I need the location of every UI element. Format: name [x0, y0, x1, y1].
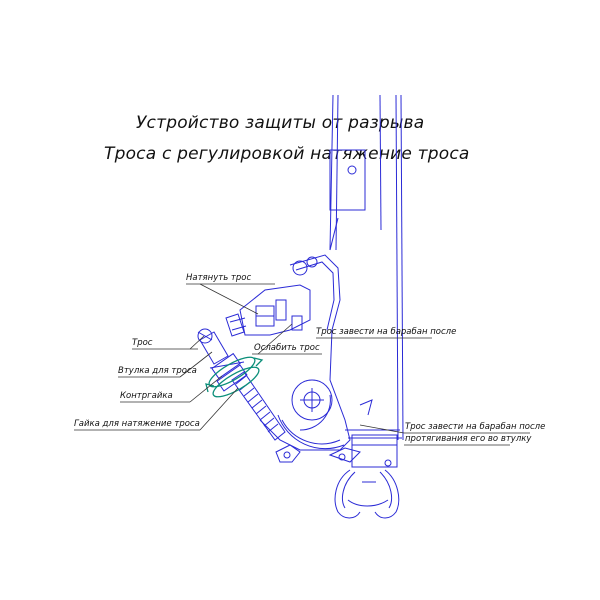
rotation-arrows	[205, 356, 264, 398]
title-line-1: Устройство защиты от разрыва	[136, 113, 425, 133]
leader-lines	[74, 283, 530, 446]
label-tension-cable: Натянуть трос	[186, 273, 252, 283]
label-cable: Трос	[132, 338, 153, 348]
label-loosen-cable: Ослабить трос	[254, 343, 320, 353]
pulley-drum	[277, 379, 345, 450]
label-drum-after: Трос завести на барабан после	[316, 327, 457, 337]
label-locknut: Контргайка	[120, 391, 173, 401]
label-cable-sleeve: Втулка для троса	[118, 366, 197, 376]
bottom-clamp	[275, 434, 400, 519]
vertical-post	[329, 94, 404, 441]
label-tension-nut: Гайка для натяжение троса	[74, 419, 200, 429]
title-line-2: Троса с регулировкой натяжение троса	[104, 144, 470, 164]
lever-bracket	[225, 254, 351, 451]
label-drum-after-pull-1: Трос завести на барабан после	[405, 422, 546, 432]
label-drum-after-pull-2: протягивания его во втулку	[405, 434, 532, 444]
cable-guide	[345, 399, 402, 439]
